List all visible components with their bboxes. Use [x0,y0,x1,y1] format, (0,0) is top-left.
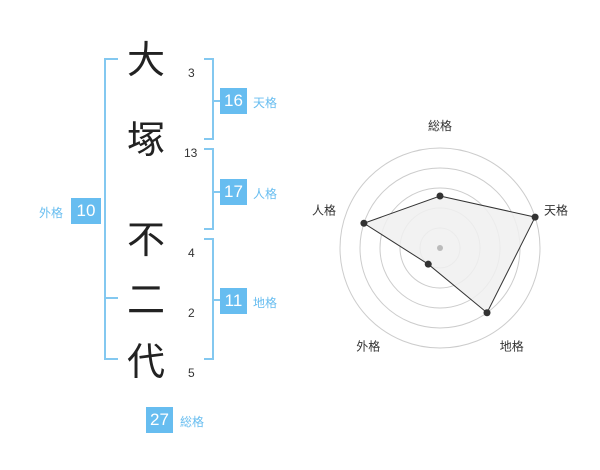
kanji-char-2: 塚 [126,118,165,162]
stroke-count-4: 2 [188,306,195,320]
radar-center-dot [437,245,443,251]
gaikaku-bracket-divider [104,297,118,299]
soukaku-badge: 27 [146,407,173,433]
radar-point-3 [483,309,491,317]
chikaku-bracket-tick [214,299,220,301]
stroke-count-3: 4 [188,246,195,260]
jinkaku-badge: 17 [220,179,247,205]
tenkaku-label: 天格 [253,96,278,110]
radar-point-5 [360,219,368,227]
radar-point-4 [424,260,432,268]
jinkaku-bracket-tick [214,191,220,193]
radar-series-area [362,195,536,314]
stroke-count-5: 5 [188,366,195,380]
radar-point-1 [436,192,444,200]
gaikaku-label: 外格 [39,206,64,220]
radar-axis-label-5: 人格 [312,202,336,217]
kanji-char-4: 二 [126,278,165,322]
soukaku-label: 総格 [180,415,205,429]
radar-grid-ring-5 [339,147,541,349]
radar-point-2 [531,213,539,221]
radar-axis-label-2: 天格 [544,202,568,217]
tenkaku-bracket-tick [214,100,220,102]
radar-axis-label-3: 地格 [500,339,524,354]
radar-axis-label-1: 総格 [428,118,452,133]
gaikaku-bracket [104,58,118,360]
tenkaku-badge: 16 [220,88,247,114]
stroke-count-1: 3 [188,66,195,80]
kanji-char-1: 大 [126,38,165,82]
gaikaku-badge: 10 [71,198,101,224]
chikaku-bracket [204,238,214,360]
jinkaku-bracket [204,148,214,230]
kanji-char-5: 代 [126,340,165,384]
radar-axis-label-4: 外格 [356,339,380,354]
jinkaku-label: 人格 [253,187,278,201]
tenkaku-bracket [204,58,214,140]
chikaku-badge: 11 [220,288,247,314]
stroke-count-2: 13 [184,146,198,160]
kanji-char-3: 不 [126,218,165,262]
chikaku-label: 地格 [253,296,278,310]
